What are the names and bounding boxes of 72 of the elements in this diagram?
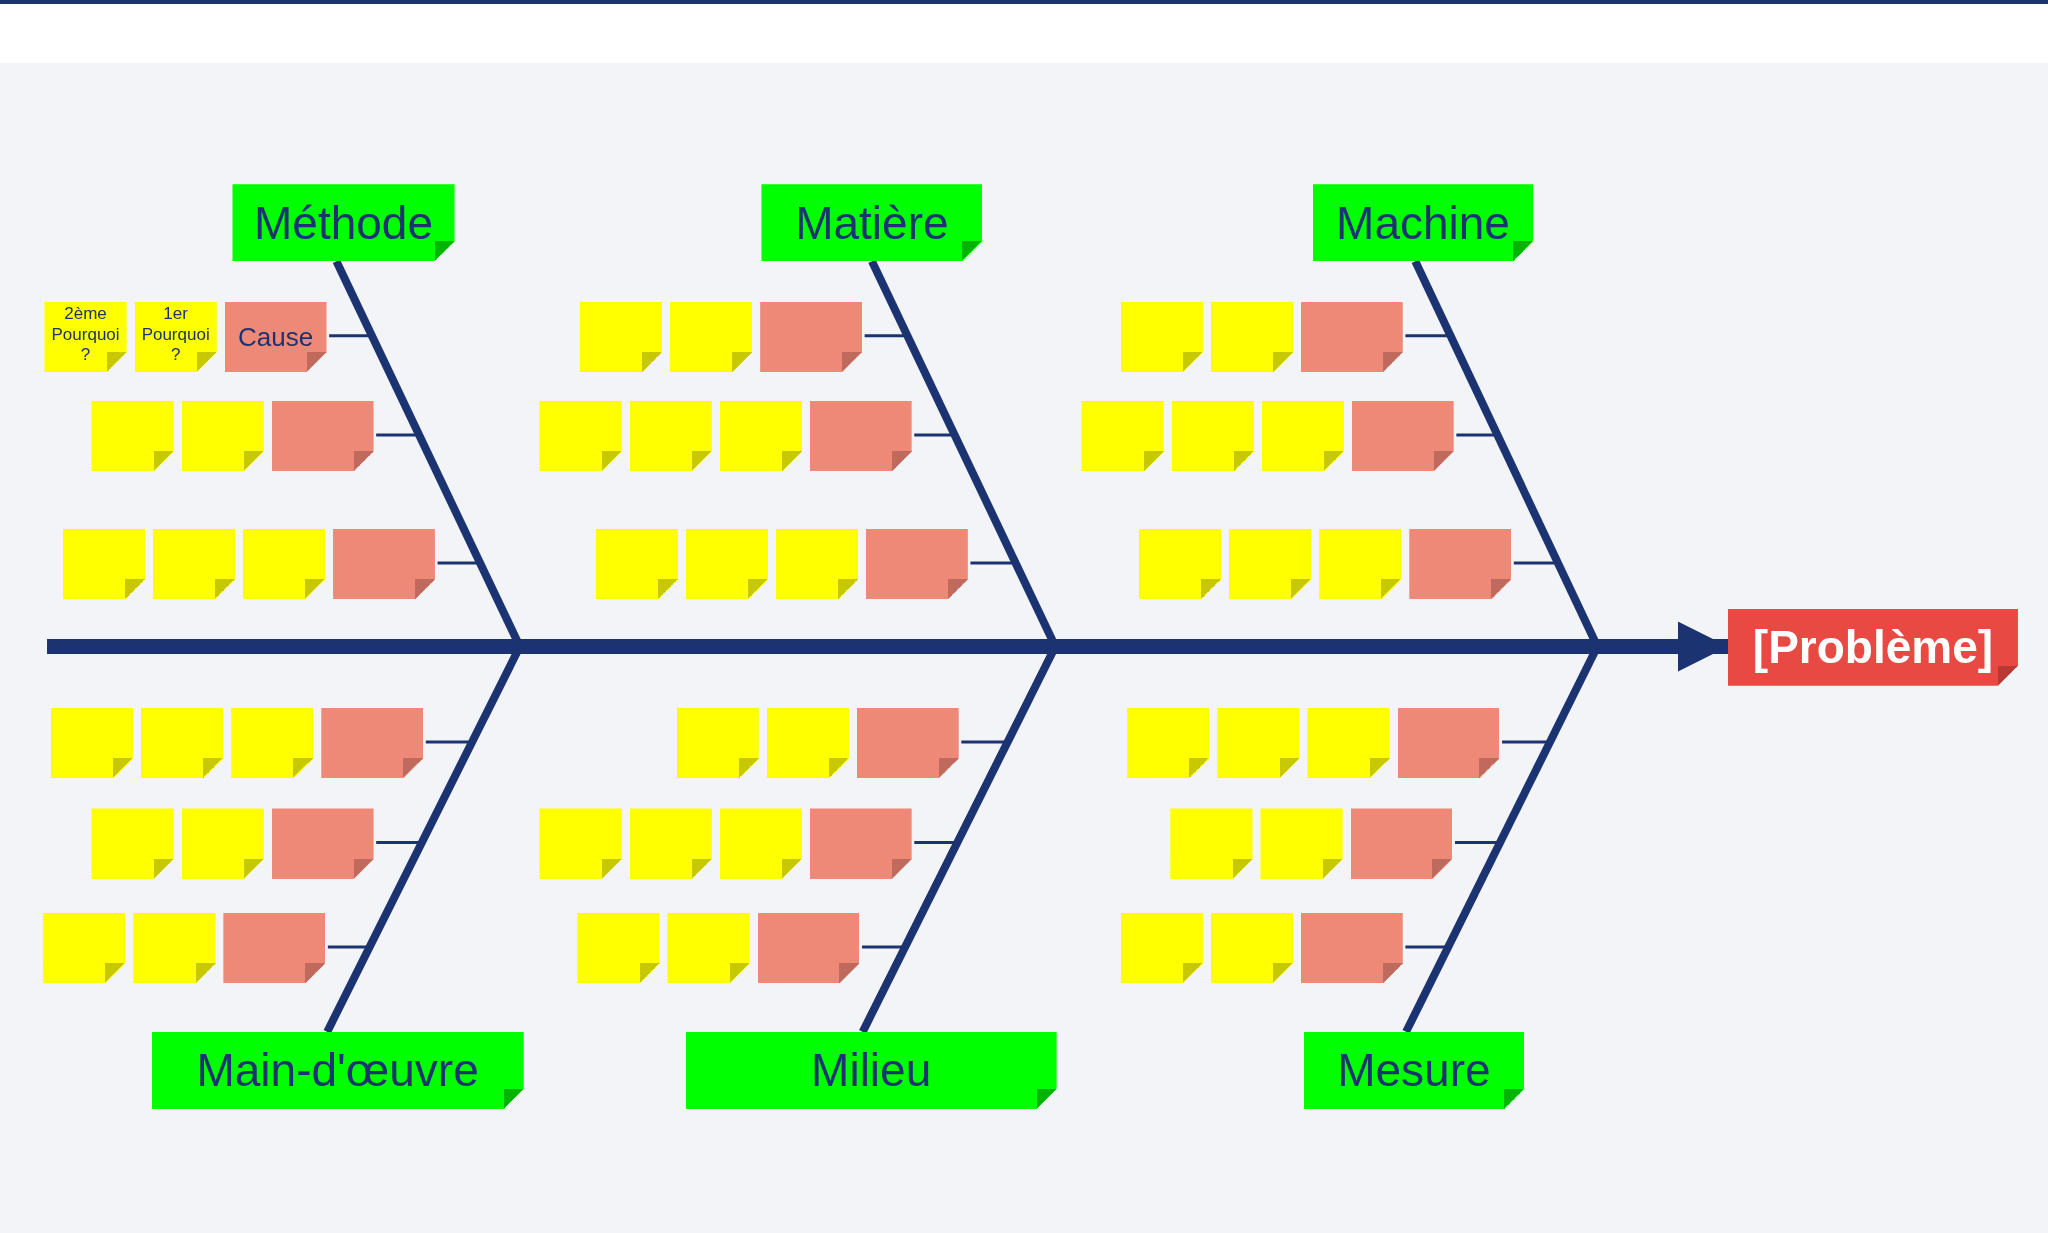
question-note <box>1081 400 1164 472</box>
question-note <box>1260 808 1343 879</box>
cause-note <box>1351 400 1454 472</box>
question-note <box>685 528 768 600</box>
category-label: Mesure <box>1303 1031 1525 1109</box>
question-note <box>1210 301 1294 373</box>
question-note <box>670 301 753 373</box>
cause-note <box>1397 707 1500 779</box>
question-note <box>539 808 622 879</box>
cause-note <box>809 400 912 472</box>
question-note <box>629 400 712 472</box>
question-note <box>1170 808 1253 879</box>
question-note <box>1229 528 1312 600</box>
question-note <box>1210 912 1294 984</box>
question-note <box>50 707 134 779</box>
question-note <box>152 528 236 600</box>
cause-note <box>1350 808 1453 879</box>
problem-box: [Problème] <box>1728 608 2018 686</box>
cause-note <box>809 808 912 879</box>
category-label: Machine <box>1312 184 1534 262</box>
category-label: Main-d'œuvre <box>151 1031 524 1109</box>
question-note <box>766 707 849 779</box>
question-note <box>676 707 759 779</box>
question-note <box>91 808 174 879</box>
question-note <box>231 707 314 779</box>
question-note <box>1261 400 1344 472</box>
spine-arrow <box>47 621 1728 672</box>
question-note <box>242 528 326 600</box>
question-note <box>719 808 802 879</box>
question-note <box>181 808 264 879</box>
question-note <box>1171 400 1254 472</box>
cause-note: Cause <box>224 301 327 373</box>
question-note <box>43 912 126 984</box>
category-label: Méthode <box>232 184 455 262</box>
question-note <box>629 808 712 879</box>
question-note <box>62 528 145 600</box>
question-note: 2ème Pourquoi ? <box>44 301 127 373</box>
cause-note <box>760 301 863 373</box>
cause-note <box>223 912 326 984</box>
cause-note <box>856 707 959 779</box>
question-note <box>1217 707 1300 779</box>
branch-line <box>329 334 372 338</box>
question-note <box>719 400 802 472</box>
cause-note <box>271 808 374 879</box>
question-note <box>667 912 750 984</box>
question-note <box>1120 912 1203 984</box>
cause-note <box>1300 301 1403 373</box>
cause-note <box>1409 528 1512 600</box>
question-note <box>1138 528 1222 600</box>
category-label: Milieu <box>685 1031 1057 1109</box>
question-note <box>1127 707 1210 779</box>
question-note <box>1307 707 1390 779</box>
question-note <box>595 528 678 600</box>
question-note <box>775 528 859 600</box>
cause-note <box>271 400 374 472</box>
question-note <box>91 400 174 472</box>
question-note <box>577 912 660 984</box>
question-note: 1er Pourquoi ? <box>134 301 217 373</box>
branch-line <box>1513 561 1558 565</box>
question-note <box>539 400 622 472</box>
question-note <box>1319 528 1402 600</box>
cause-note <box>321 707 424 779</box>
question-note <box>181 400 264 472</box>
cause-note <box>757 912 860 984</box>
question-note <box>1120 301 1203 373</box>
category-label: Matière <box>761 184 983 262</box>
question-note <box>579 301 663 373</box>
question-note <box>133 912 216 984</box>
cause-note <box>865 528 968 600</box>
cause-note <box>333 528 435 600</box>
cause-note <box>1300 912 1403 984</box>
question-note <box>141 707 224 779</box>
